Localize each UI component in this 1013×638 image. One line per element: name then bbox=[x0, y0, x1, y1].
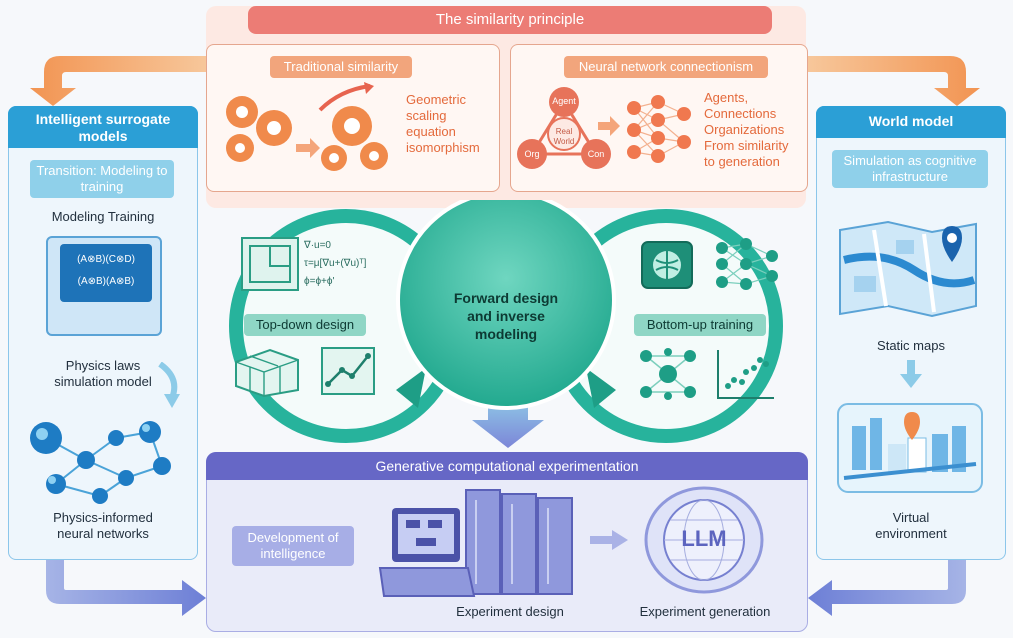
development-line-2: intelligence bbox=[260, 546, 326, 561]
traditional-line-1: Geometric bbox=[406, 92, 466, 107]
node-agent-label: Agent bbox=[552, 96, 576, 106]
top-down-badge: Top-down design bbox=[244, 314, 366, 336]
graph-icon bbox=[640, 348, 696, 400]
computer-rack-icon bbox=[378, 489, 573, 597]
nn-icon bbox=[716, 238, 778, 290]
cube-grid-icon bbox=[235, 348, 299, 398]
curved-arrow-icon bbox=[158, 362, 180, 408]
down-arrow-right-icon bbox=[900, 360, 922, 388]
agent-triangle-icon bbox=[517, 87, 611, 169]
brain-chip-icon bbox=[641, 241, 693, 289]
right-header-text: World model bbox=[868, 113, 954, 129]
node-org-label: Org bbox=[524, 149, 540, 159]
development-badge: Development of intelligence bbox=[232, 526, 354, 566]
center-title-line-2: and inverse bbox=[467, 308, 545, 324]
center-title-line-3: modeling bbox=[474, 326, 538, 342]
left-header-text: Intelligent surrogate models bbox=[35, 111, 171, 144]
neural-line-4: From similarity bbox=[704, 138, 789, 153]
gears-scaling-icon bbox=[226, 82, 388, 171]
physics-laws-line-2: simulation model bbox=[54, 374, 152, 389]
center-title-line-1: Forward design bbox=[453, 290, 559, 306]
traditional-title: Traditional similarity bbox=[270, 56, 412, 78]
virtual-city-icon bbox=[837, 403, 983, 493]
scatter-icon bbox=[717, 350, 774, 399]
static-map-icon bbox=[839, 220, 977, 318]
modeling-training-label: Modeling Training bbox=[51, 209, 155, 224]
pinn-network-icon bbox=[30, 421, 171, 504]
traditional-line-2: scaling bbox=[406, 108, 447, 123]
neural-title: Neural network connectionism bbox=[564, 56, 768, 78]
neural-line-1: Agents, bbox=[704, 90, 749, 105]
arrow-down-bottom bbox=[472, 398, 544, 448]
neural-net-icon bbox=[598, 95, 691, 163]
simulation-line-1: Simulation as cognitive bbox=[843, 153, 977, 168]
pinn-line-1: Physics-informed bbox=[53, 510, 153, 525]
node-con-label: Con bbox=[587, 149, 605, 159]
simulation-line-2: infrastructure bbox=[872, 169, 948, 184]
neural-line-3: Organizations bbox=[704, 122, 785, 137]
left-header bbox=[8, 106, 198, 148]
line-chart-icon bbox=[321, 347, 375, 395]
arrow-bottom-right bbox=[808, 556, 966, 616]
llm-label: LLM bbox=[681, 526, 727, 551]
llm-globe-icon bbox=[644, 486, 764, 594]
equation-3: ϕ=ϕ+ϕ' bbox=[304, 276, 335, 287]
node-center-line1: Real bbox=[555, 127, 573, 136]
bottom-up-badge: Bottom-up training bbox=[634, 314, 766, 336]
scroll-line-2: (A⊗B)(A⊗B) bbox=[77, 276, 135, 287]
right-header bbox=[816, 106, 1006, 138]
transition-badge: Transition: Modeling to training bbox=[30, 160, 174, 198]
blueprint-icon bbox=[241, 237, 299, 291]
equation-1: ∇·u=0 bbox=[304, 240, 331, 251]
static-maps-label: Static maps bbox=[877, 338, 945, 353]
arrow-top-right bbox=[805, 56, 980, 106]
arrow-top-left bbox=[30, 56, 210, 106]
traditional-line-4: isomorphism bbox=[406, 140, 480, 155]
scroll-inner bbox=[60, 244, 152, 302]
pinn-line-2: neural networks bbox=[57, 526, 149, 541]
neural-line-5: to generation bbox=[704, 154, 780, 169]
simulation-badge: Simulation as cognitive infrastructure bbox=[832, 150, 988, 188]
arrow-bottom-left bbox=[46, 556, 206, 616]
similarity-banner: The similarity principle bbox=[248, 6, 772, 34]
scroll-line-1: (A⊗B)(C⊗D) bbox=[77, 254, 135, 265]
physics-laws-line-1: Physics laws bbox=[65, 358, 141, 373]
virtual-line-2: environment bbox=[875, 526, 947, 541]
virtual-line-1: Virtual bbox=[892, 510, 930, 525]
right-arrow-bottom-icon bbox=[590, 530, 628, 550]
experiment-generation-label: Experiment generation bbox=[639, 604, 771, 619]
traditional-line-3: equation bbox=[406, 124, 456, 139]
development-line-1: Development of bbox=[247, 530, 339, 545]
equation-2: τ=μ[∇u+(∇u)ᵀ] bbox=[304, 258, 367, 269]
bottom-header: Generative computational experimentation bbox=[206, 452, 808, 480]
node-center-line2: World bbox=[553, 137, 575, 146]
neural-line-2: Connections bbox=[704, 106, 777, 121]
experiment-design-label: Experiment design bbox=[456, 604, 564, 619]
